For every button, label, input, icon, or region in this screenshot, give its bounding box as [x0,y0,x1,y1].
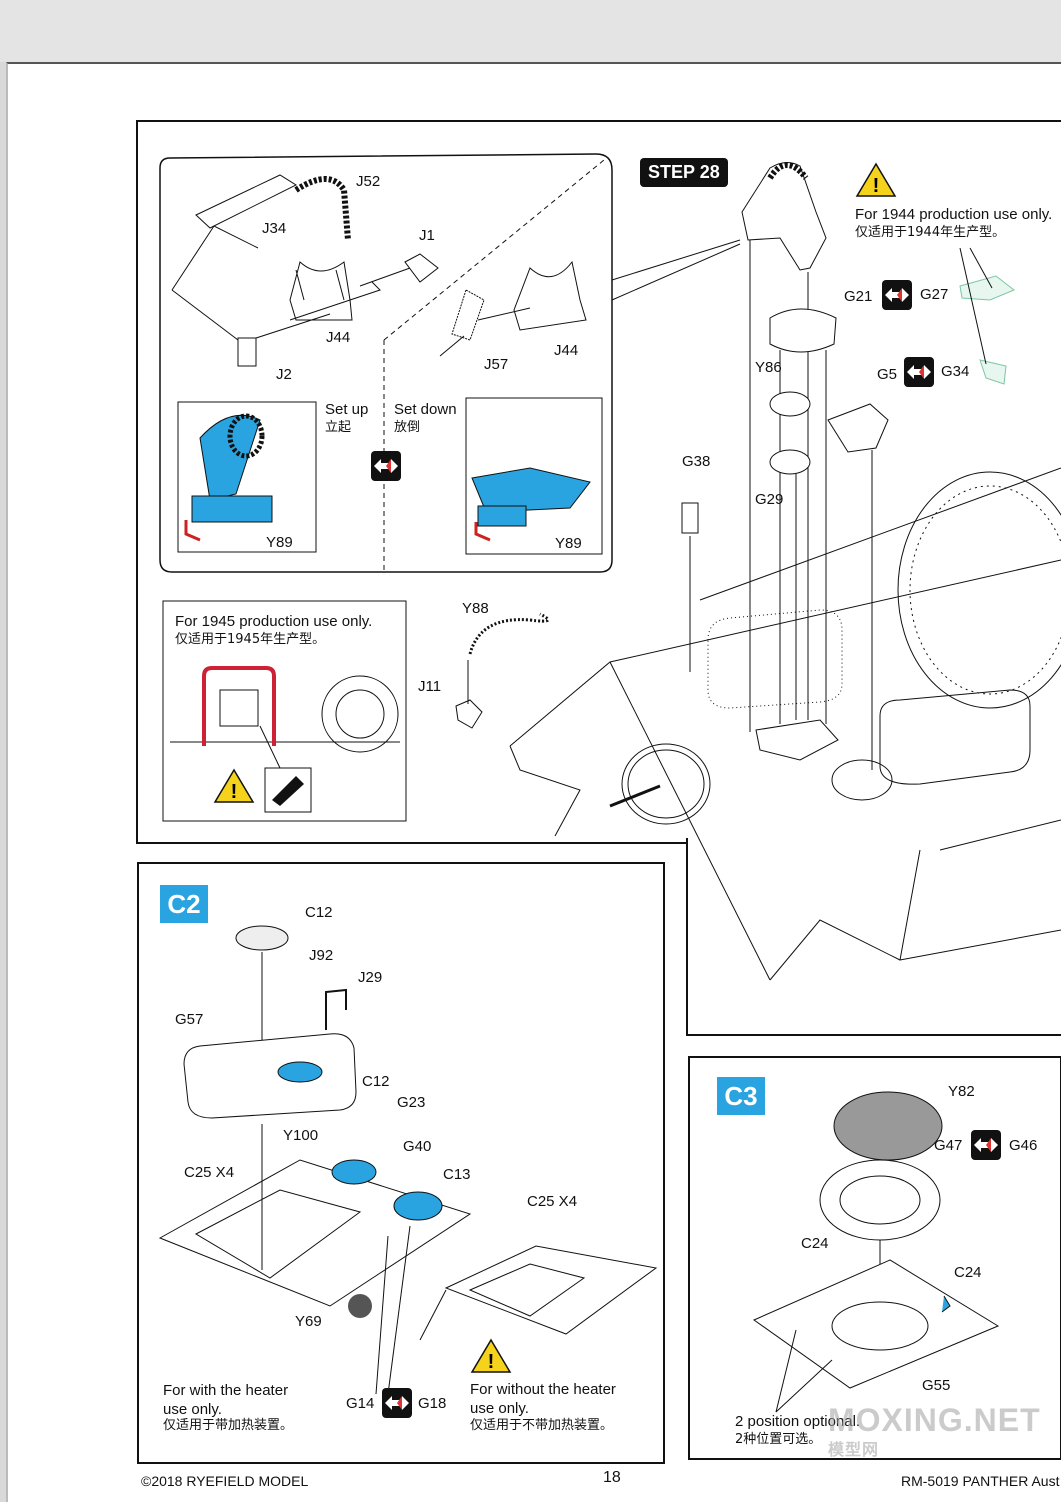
note-with-heater-cn: 仅适用于带加热装置。 [163,1418,294,1433]
section-badge-c3: C3 [717,1077,765,1115]
set-down-label: Set down [394,401,457,418]
svg-text:!: ! [231,781,238,803]
part-label-g40: G40 [403,1138,432,1155]
part-label-g18: G18 [418,1395,447,1412]
note-without-heater: For without the heater use only. [470,1381,616,1417]
part-label-j1: J1 [419,227,435,244]
note-two-positions-cn: 2种位置可选。 [735,1432,822,1447]
part-label-g55: G55 [922,1377,951,1394]
part-label-j2: J2 [276,366,292,383]
section-badge-c2: C2 [160,885,208,923]
svg-text:!: ! [488,1351,495,1373]
part-label-g38: G38 [682,453,711,470]
footer-page-number: 18 [603,1469,621,1486]
warning-icon-1944: ! [855,162,897,197]
swap-icon-setup [371,451,401,481]
swap-icon-g47-g46 [971,1130,1001,1160]
part-label-g46: G46 [1009,1137,1038,1154]
note-without-heater-cn: 仅适用于不带加热装置。 [470,1418,614,1433]
warning-icon-1945: ! [213,768,255,803]
part-label-j44-left: J44 [326,329,351,346]
part-label-y100: Y100 [283,1127,319,1144]
part-label-c13: C13 [443,1166,471,1183]
part-label-g27: G27 [920,286,949,303]
svg-text:!: ! [873,175,880,197]
part-label-y69: Y69 [295,1313,322,1330]
scan-background [0,0,1061,62]
part-label-y88: Y88 [462,600,489,617]
warning-icon-no-heater: ! [470,1338,512,1373]
part-label-c25-left: C25 X4 [184,1164,235,1181]
watermark-sub: 模型网 [828,1442,880,1459]
part-label-g57: G57 [175,1011,204,1028]
footer-product: RM-5019 PANTHER Aust [901,1473,1060,1489]
part-label-c25-right: C25 X4 [527,1193,578,1210]
part-label-j11: J11 [418,678,442,695]
part-label-g47: G47 [934,1137,963,1154]
part-label-c24-right: C24 [954,1264,982,1281]
note-two-positions: 2 position optional. [735,1413,861,1430]
part-label-c12-mid: C12 [362,1073,390,1090]
part-label-j29: J29 [358,969,383,986]
part-label-j52: J52 [356,173,381,190]
part-label-c24-left: C24 [801,1235,829,1252]
part-label-g21: G21 [844,288,873,305]
swap-icon-g14-g18 [382,1388,412,1418]
part-label-g29: G29 [755,491,784,508]
note-with-heater: For with the heater use only. [163,1382,289,1418]
part-label-y86: Y86 [755,359,782,376]
part-label-g5: G5 [877,366,898,383]
note-1944: For 1944 production use only. [855,206,1053,223]
part-label-y89-a: Y89 [266,534,293,551]
set-up-label: Set up [325,401,369,418]
part-label-j57: J57 [484,356,509,373]
swap-icon-g21-g27 [882,280,912,310]
step-number-badge: STEP 28 [640,158,728,187]
part-label-j44-right: J44 [554,342,579,359]
part-label-c12-top: C12 [305,904,333,921]
part-label-j92: J92 [309,947,334,964]
part-label-g14: G14 [346,1395,375,1412]
note-1944-cn: 仅适用于1944年生产型。 [855,225,1006,240]
swap-icon-g5-g34 [904,357,934,387]
note-1945-cn: 仅适用于1945年生产型。 [175,632,326,647]
note-1945: For 1945 production use only. [175,613,373,630]
watermark: MOXING.NET [828,1402,1041,1438]
part-label-g34: G34 [941,363,970,380]
set-up-label-cn: 立起 [325,420,352,435]
set-down-label-cn: 放倒 [394,420,421,435]
part-label-y89-b: Y89 [555,535,582,552]
part-label-g23: G23 [397,1094,426,1111]
part-label-j34: J34 [262,220,287,237]
part-label-y82: Y82 [948,1083,975,1100]
footer-copyright: ©2018 RYEFIELD MODEL [141,1473,309,1489]
